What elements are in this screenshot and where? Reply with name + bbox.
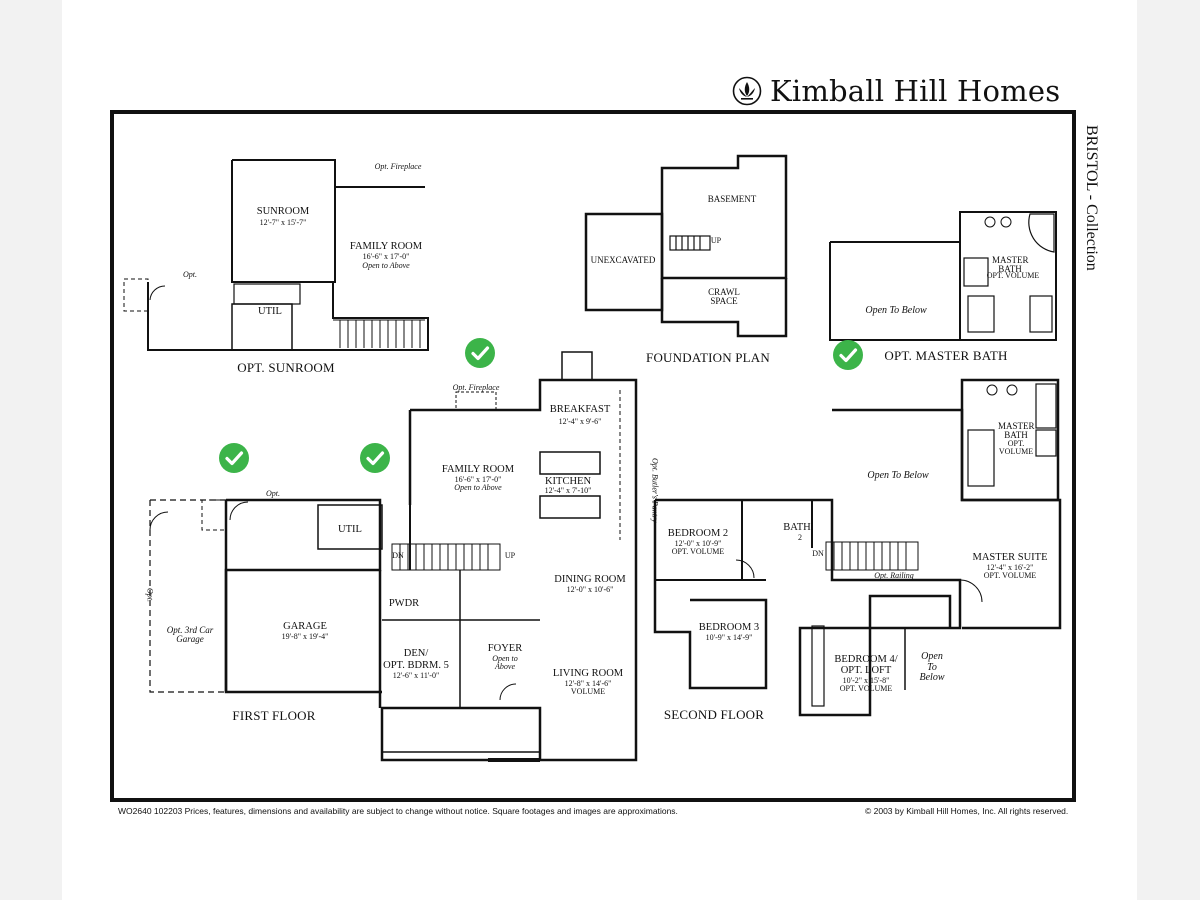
room-bedroom4-dim: 10'-2" x 15'-8" (842, 676, 890, 685)
open-to-below-3: Open To Below (919, 651, 945, 683)
checkmark-icon (225, 451, 244, 466)
room-master-bath-opt-dim: OPT. VOLUME (986, 271, 1040, 280)
brand-header: Kimball Hill Homes (732, 74, 1060, 108)
plan-frame (110, 110, 1076, 802)
room-kitchen: KITCHEN (544, 476, 592, 487)
room-den-dim: 12'-6" x 11'-0" (392, 671, 440, 680)
room-dining-room: DINING ROOM (554, 574, 626, 585)
room-basement: BASEMENT (707, 194, 757, 204)
room-master-suite: MASTER SUITE (972, 552, 1048, 563)
open-to-below-2: Open To Below (867, 470, 929, 481)
room-util-opt: UTIL (258, 306, 282, 317)
room-bath2-num: 2 (798, 533, 802, 542)
section-first-floor: FIRST FLOOR (232, 708, 316, 723)
lotus-icon (732, 76, 762, 106)
room-living-room: LIVING ROOM (552, 668, 624, 679)
room-sunroom-dim: 12'-7" x 15'-7" (259, 218, 307, 227)
room-bath2: BATH (783, 522, 811, 533)
room-master-bath: MASTER BATH (998, 421, 1035, 441)
collection-title: BRISTOL - Collection (1083, 125, 1100, 271)
room-util: UTIL (338, 524, 362, 535)
section-second-floor: SECOND FLOOR (663, 707, 765, 722)
room-family-room-opt: FAMILY ROOM (349, 241, 423, 252)
room-bedroom2-dim: 12'-0" x 10'-9" (674, 539, 722, 548)
room-dining-room-dim: 12'-0" x 10'-6" (566, 585, 614, 594)
checkmark-icon (471, 346, 490, 361)
check-marker-garage (219, 443, 249, 473)
section-foundation-plan: FOUNDATION PLAN (646, 350, 770, 365)
dn-label-second: DN (812, 549, 824, 558)
section-opt-sunroom: OPT. SUNROOM (237, 360, 335, 375)
checkmark-icon (366, 451, 385, 466)
room-breakfast-dim: 12'-4" x 9'-6" (558, 417, 602, 426)
foundation-plan (584, 154, 788, 338)
opt-label-first: Opt. (266, 489, 280, 498)
room-bedroom2-note: OPT. VOLUME (671, 547, 725, 556)
room-bedroom4: BEDROOM 4/ (834, 654, 898, 665)
up-label-foundation: UP (710, 236, 722, 245)
room-bedroom2: BEDROOM 2 (667, 528, 729, 539)
room-living-room-note: VOLUME (570, 687, 606, 696)
check-marker-util (360, 443, 390, 473)
room-bedroom4-note: OPT. VOLUME (839, 684, 893, 693)
room-crawl-space: CRAWL SPACE (708, 287, 740, 307)
room-sunroom: SUNROOM (256, 206, 310, 217)
room-breakfast: BREAKFAST (549, 404, 611, 415)
dn-label-first: DN (392, 551, 404, 560)
room-foyer-note: Open to Above (492, 654, 518, 672)
room-master-suite-note: OPT. VOLUME (983, 571, 1037, 580)
opt-railing: Opt. Railing (874, 571, 914, 580)
check-marker-fireplace (465, 338, 495, 368)
room-master-bath-opt: MASTER BATH (992, 255, 1029, 275)
room-kitchen-dim: 12'-4" x 7'-10" (544, 486, 592, 495)
room-family-room-dim: 16'-6" x 17'-0" (454, 475, 502, 484)
room-den: DEN/ (403, 648, 429, 659)
room-unexcavated: UNEXCAVATED (590, 255, 656, 265)
room-family-room-opt-note: Open to Above (362, 261, 410, 270)
opt-fireplace: Opt. Fireplace (452, 383, 500, 392)
room-den-name2: OPT. BDRM. 5 (383, 660, 449, 671)
opt-side-label: Opt. (145, 588, 155, 602)
up-label-first: UP (504, 551, 516, 560)
room-bedroom3-dim: 10'-9" x 14'-9" (705, 633, 753, 642)
check-marker-master-bath (833, 340, 863, 370)
first-floor-plan (149, 351, 638, 762)
room-foyer: FOYER (487, 643, 523, 654)
room-garage: GARAGE (283, 621, 327, 632)
brand-name: Kimball Hill Homes (770, 74, 1061, 108)
opt-fireplace-top: Opt. Fireplace (374, 162, 422, 171)
opt-top: Opt. (183, 270, 197, 279)
section-opt-master-bath: OPT. MASTER BATH (884, 348, 1008, 363)
opt-butlers-pantry: Opt. Butler's Pantry (650, 458, 660, 523)
opt-3rd-car-garage: Opt. 3rd Car Garage (166, 625, 214, 645)
footer-disclaimer: WO2640 102203 Prices, features, dimensio… (118, 806, 678, 816)
room-bedroom4-name2: OPT. LOFT (840, 665, 892, 676)
room-master-bath-dim: OPT. VOLUME (998, 439, 1034, 457)
room-master-suite-dim: 12'-4" x 16'-2" (986, 563, 1034, 572)
room-garage-dim: 19'-8" x 19'-4" (281, 632, 329, 641)
room-bedroom3: BEDROOM 3 (698, 622, 760, 633)
checkmark-icon (839, 348, 858, 363)
room-family-room-note: Open to Above (454, 483, 502, 492)
opt-sunroom-plan (123, 159, 429, 351)
room-family-room: FAMILY ROOM (441, 464, 515, 475)
room-family-room-opt-dim: 16'-6" x 17'-0" (362, 252, 410, 261)
footer-copyright: © 2003 by Kimball Hill Homes, Inc. All r… (865, 806, 1069, 816)
open-to-below-bath: Open To Below (865, 305, 927, 316)
opt-master-bath-plan (829, 211, 1057, 341)
second-floor-plan (653, 378, 1062, 717)
room-living-room-dim: 12'-8" x 14'-6" (564, 679, 612, 688)
room-pwdr: PWDR (388, 598, 420, 609)
